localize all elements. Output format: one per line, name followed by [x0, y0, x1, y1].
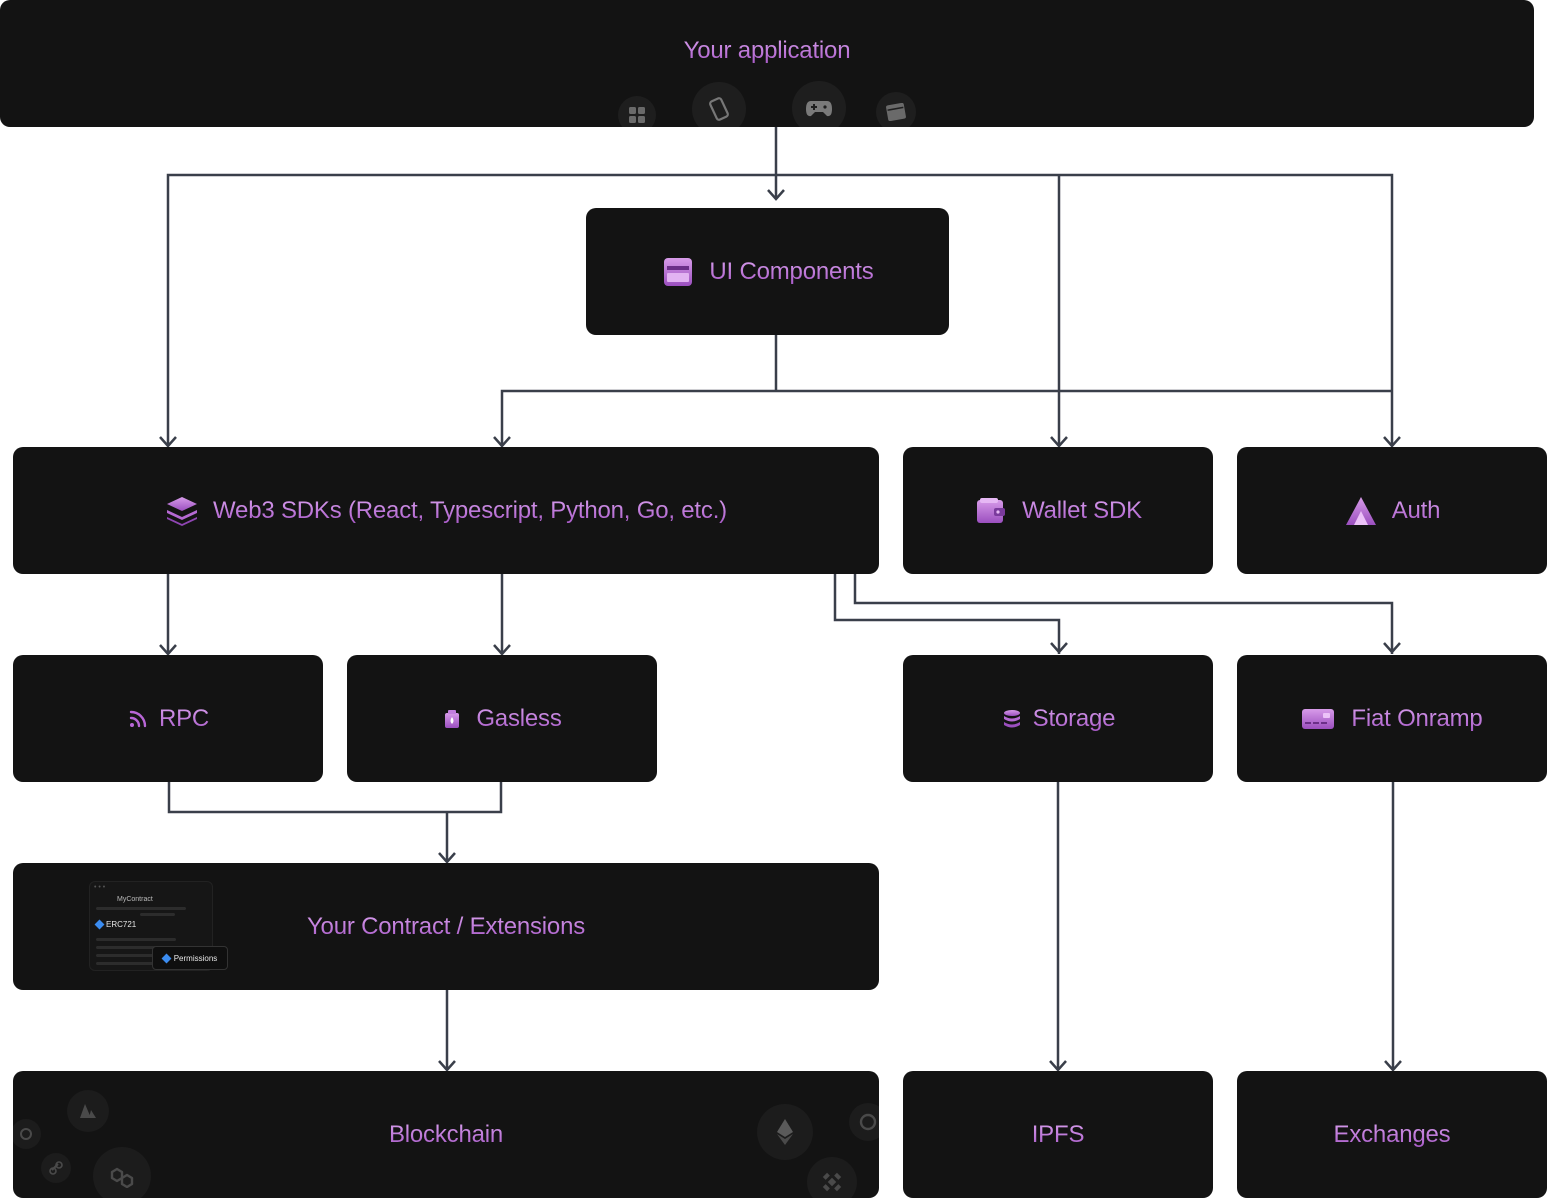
avalanche-icon — [67, 1090, 109, 1132]
apps-grid-icon — [618, 96, 656, 127]
node-label: Storage — [1032, 704, 1116, 732]
rss-feed-icon — [127, 702, 149, 736]
ethereum-icon — [757, 1104, 813, 1160]
node-gasless: Gasless — [347, 655, 657, 782]
contract-code-preview: • • • MyContract ERC721 — [89, 881, 213, 971]
node-fiat-onramp: Fiat Onramp — [1237, 655, 1547, 782]
edge-web3-to-fiat — [853, 574, 1394, 654]
node-your-application: Your application — [0, 0, 1534, 127]
node-web3-sdks: Web3 SDKs (React, Typescript, Python, Go… — [13, 447, 879, 574]
binance-icon — [807, 1157, 857, 1198]
optimism-icon — [849, 1103, 879, 1141]
node-wallet-sdk: Wallet SDK — [903, 447, 1213, 574]
diamond-icon — [161, 953, 172, 963]
node-label: Auth — [1391, 496, 1441, 524]
edge-rpc-gasless-to-contract — [167, 781, 503, 862]
node-label: Fiat Onramp — [1351, 704, 1483, 732]
node-auth: Auth — [1237, 447, 1547, 574]
node-label: Wallet SDK — [1022, 496, 1142, 524]
gamepad-icon — [792, 81, 846, 127]
credit-card-icon — [1301, 702, 1335, 736]
chainlink-icon — [41, 1153, 71, 1183]
extension-permissions-badge: Permissions — [152, 946, 228, 970]
wallet-icon — [974, 494, 1008, 528]
node-your-contract: • • • MyContract ERC721 Permissions Your… — [13, 863, 879, 990]
node-ipfs: IPFS — [903, 1071, 1213, 1198]
polygon-icon — [93, 1147, 151, 1198]
node-blockchain: Blockchain — [13, 1071, 879, 1198]
node-exchanges: Exchanges — [1237, 1071, 1547, 1198]
node-label: Gasless — [476, 704, 562, 732]
extension-erc721: ERC721 — [94, 919, 136, 930]
node-label: IPFS — [1031, 1120, 1085, 1148]
edge-web3-to-storage — [833, 574, 1061, 654]
database-icon — [1001, 702, 1023, 736]
browser-window-icon — [876, 92, 916, 127]
node-label: Your application — [683, 37, 851, 64]
node-label: UI Components — [709, 257, 874, 285]
gas-pump-icon — [442, 702, 462, 736]
mobile-phone-icon — [692, 82, 746, 127]
node-label: Your Contract / Extensions — [306, 912, 586, 940]
node-label: Blockchain — [388, 1120, 504, 1148]
layers-icon — [165, 494, 199, 528]
contract-code-name: MyContract — [117, 896, 153, 903]
node-label: RPC — [158, 704, 210, 732]
node-rpc: RPC — [13, 655, 323, 782]
node-ui-components: UI Components — [586, 208, 949, 335]
node-label: Web3 SDKs (React, Typescript, Python, Go… — [213, 496, 727, 524]
diamond-icon — [94, 919, 105, 930]
ui-window-icon — [661, 255, 695, 289]
node-label: Exchanges — [1333, 1120, 1451, 1148]
node-storage: Storage — [903, 655, 1213, 782]
arbitrum-icon — [13, 1119, 41, 1149]
triangle-logo-icon — [1344, 494, 1378, 528]
edge-ui-to-web3 — [500, 389, 1392, 446]
